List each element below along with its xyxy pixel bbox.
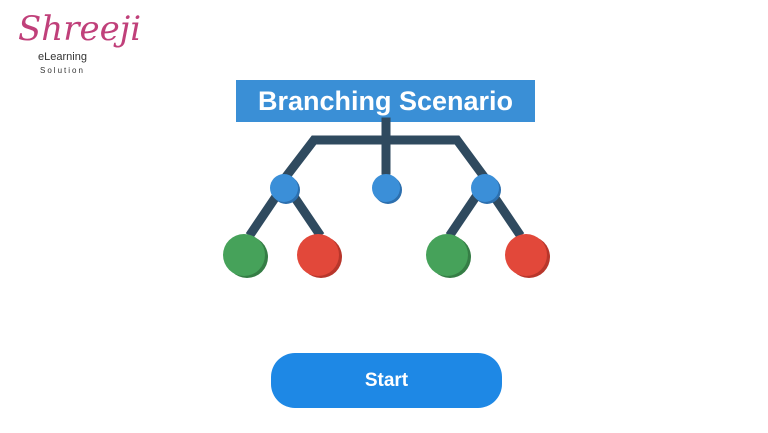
outcome-node-green-2-shadow	[429, 236, 471, 278]
outcome-node-green-2	[426, 234, 468, 276]
decision-node-center	[372, 174, 400, 202]
start-button[interactable]: Start	[271, 353, 502, 408]
decision-nodes	[270, 174, 501, 204]
title-banner: Branching Scenario	[236, 80, 535, 122]
decision-node-center-shadow	[374, 176, 402, 204]
outcome-node-red-1	[297, 234, 339, 276]
outcome-node-red-2-shadow	[508, 236, 550, 278]
outcome-node-red-2	[505, 234, 547, 276]
outcome-node-green-1-shadow	[226, 236, 268, 278]
decision-node-left-shadow	[272, 176, 300, 204]
decision-node-right	[471, 174, 499, 202]
logo-elearning-text: eLearning	[38, 51, 87, 63]
left-outcome-line-1	[245, 191, 282, 239]
logo-script-text: Shreeji	[18, 9, 142, 49]
outcome-node-red-1-shadow	[300, 236, 342, 278]
outcome-nodes	[223, 234, 550, 278]
left-outcome-line-2	[288, 191, 325, 239]
decision-node-right-shadow	[473, 176, 501, 204]
top-branch-line	[278, 135, 492, 185]
branch-lines	[245, 117, 525, 239]
shreeji-logo: Shreeji eLearning Solution	[14, 12, 144, 82]
logo-solution-text: Solution	[40, 66, 85, 75]
right-outcome-line-1	[445, 191, 482, 239]
outcome-node-green-1	[223, 234, 265, 276]
decision-node-left	[270, 174, 298, 202]
page-title: Branching Scenario	[257, 85, 514, 116]
right-outcome-line-2	[488, 191, 525, 239]
